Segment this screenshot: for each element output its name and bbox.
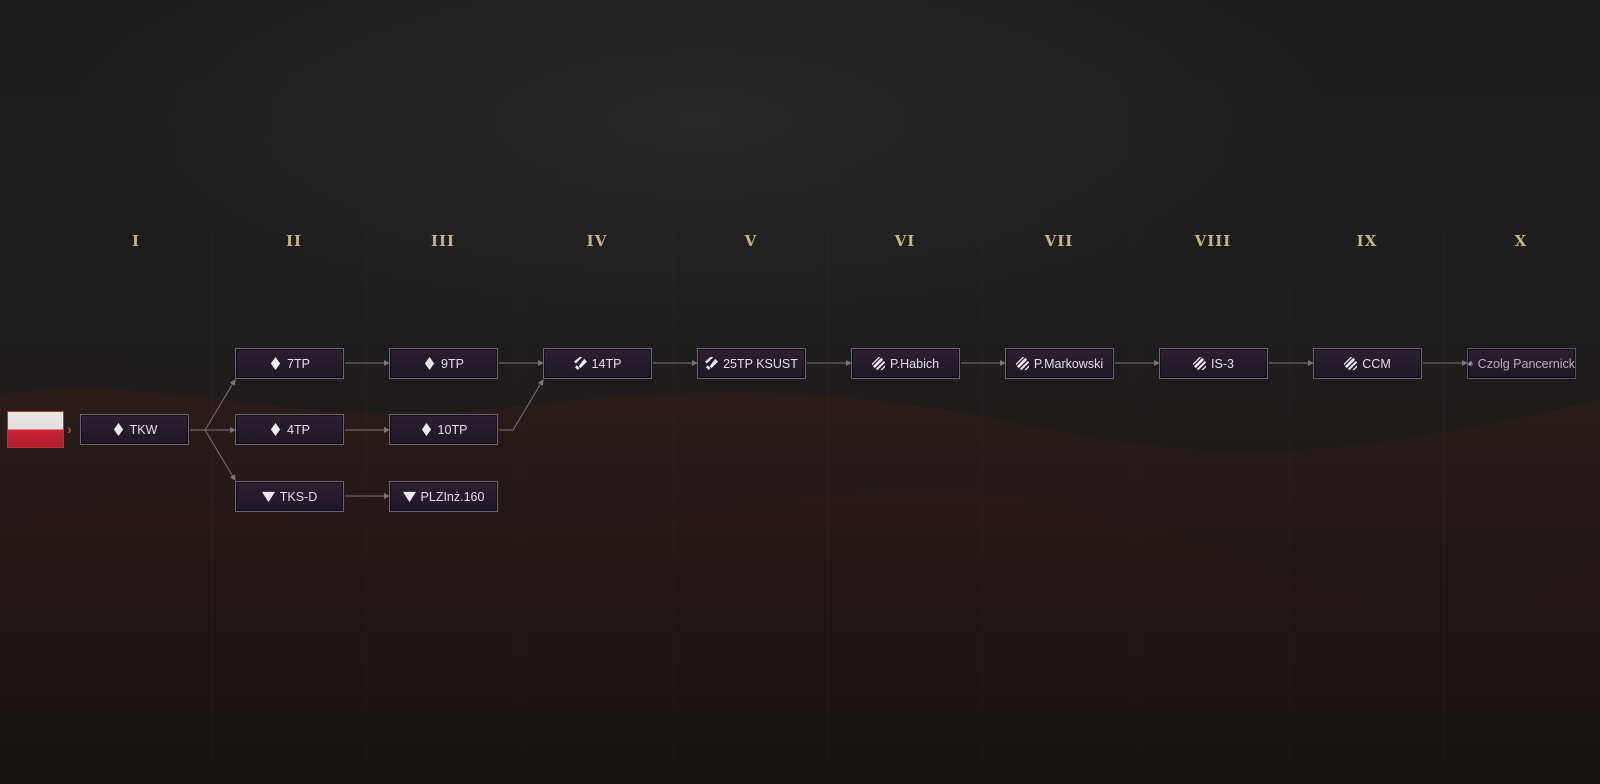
tier-label-2: II [285, 232, 303, 250]
vehicle-name: 7TP [287, 356, 310, 371]
medium-tank-icon [573, 357, 587, 370]
vehicle-name: TKS-D [279, 489, 318, 504]
vehicle-node-25tp-ksust[interactable]: 25TP KSUST [697, 348, 806, 379]
light-tank-icon [421, 423, 431, 436]
vehicle-node-14tp[interactable]: 14TP [543, 348, 652, 379]
light-tank-icon [270, 423, 281, 436]
heavy-tank-icon [871, 357, 885, 370]
tank-destroyer-icon [261, 491, 275, 503]
connector-tkw-7tp [190, 379, 236, 431]
tier-label-1: I [131, 232, 141, 250]
connector-10tp-14tp [499, 379, 544, 431]
nation-flag-poland[interactable] [7, 411, 64, 448]
vehicle-node-ccm[interactable]: CCM [1313, 348, 1422, 379]
vehicle-name: CCM [1362, 356, 1391, 371]
tier-label-3: III [430, 232, 456, 250]
vehicle-name: IS-3 [1211, 356, 1234, 371]
vehicle-node-9tp[interactable]: 9TP [389, 348, 498, 379]
heavy-tank-icon [1344, 357, 1358, 370]
medium-tank-icon [705, 357, 719, 370]
vehicle-node-tkw[interactable]: TKW [80, 414, 189, 445]
chevron-right-icon: › [67, 421, 72, 437]
connector-tkw-tksd [190, 429, 236, 481]
vehicle-name: TKW [129, 422, 158, 437]
tier-label-6: VI [894, 232, 916, 250]
tier-label-10: X [1514, 232, 1528, 250]
vehicle-node-4tp[interactable]: 4TP [235, 414, 344, 445]
tier-label-5: V [744, 232, 758, 250]
vehicle-node-7tp[interactable]: 7TP [235, 348, 344, 379]
tank-destroyer-icon [402, 491, 416, 503]
tier-label-8: VIII [1194, 232, 1232, 250]
heavy-tank-icon [1468, 361, 1473, 366]
vehicle-node-10tp[interactable]: 10TP [389, 414, 498, 445]
vehicle-node-tks-d[interactable]: TKS-D [235, 481, 344, 512]
vehicle-name: 14TP [591, 356, 622, 371]
tier-label-7: VII [1044, 232, 1074, 250]
light-tank-icon [113, 423, 123, 436]
heavy-tank-icon [1015, 357, 1029, 370]
vehicle-node-czolg-pancernick[interactable]: Czolg Pancernick [1467, 348, 1576, 379]
vehicle-name: P.Markowski [1033, 356, 1104, 371]
vehicle-name: 4TP [287, 422, 310, 437]
vehicle-name: 9TP [441, 356, 464, 371]
vehicle-name: PLZInż.160 [420, 489, 485, 504]
vehicle-node-plzinz-160[interactable]: PLZInż.160 [389, 481, 498, 512]
light-tank-icon [424, 357, 435, 370]
heavy-tank-icon [1193, 357, 1207, 370]
tier-label-9: IX [1356, 232, 1378, 250]
vehicle-name: 25TP KSUST [723, 356, 798, 371]
vehicle-name: Czolg Pancernick [1477, 356, 1575, 371]
vehicle-node-is-3[interactable]: IS-3 [1159, 348, 1268, 379]
vehicle-node-p-habich[interactable]: P.Habich [851, 348, 960, 379]
vehicle-node-p-markowski[interactable]: P.Markowski [1005, 348, 1114, 379]
vehicle-name: 10TP [437, 422, 468, 437]
light-tank-icon [270, 357, 281, 370]
vehicle-name: P.Habich [889, 356, 940, 371]
tier-label-4: IV [586, 232, 608, 250]
